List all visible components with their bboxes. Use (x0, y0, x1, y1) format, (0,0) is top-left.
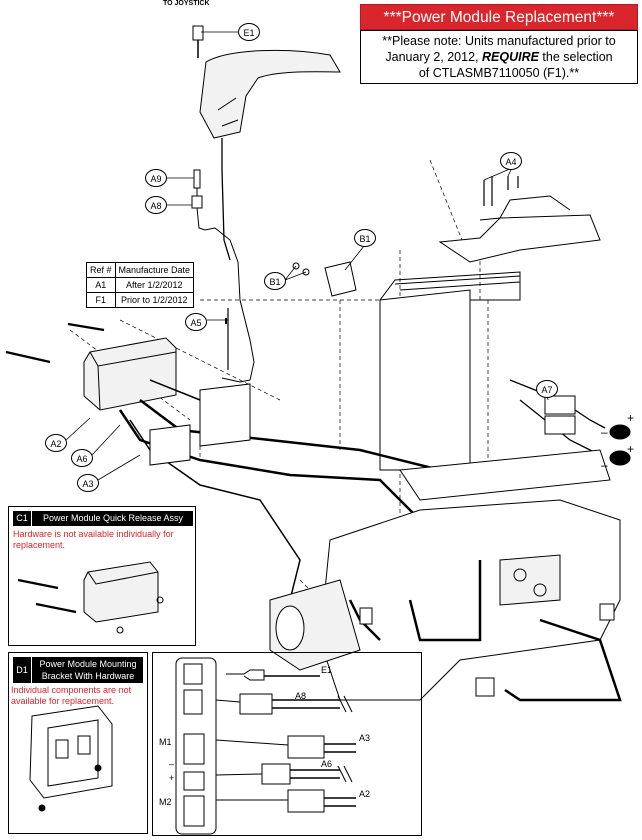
conn-label-a8: A8 (295, 691, 307, 701)
d1-code: D1 (13, 657, 32, 683)
d1-header: D1 Power Module Mounting Bracket With Ha… (13, 657, 143, 683)
ref-col-header: Ref # (86, 262, 116, 278)
table-row: A1 After 1/2/2012 (86, 277, 195, 293)
date-cell: After 1/2/2012 (114, 277, 195, 293)
date-cell: Prior to 1/2/2012 (114, 292, 195, 308)
callout-a6: A6 (71, 449, 93, 467)
joystick-housing (199, 49, 341, 139)
page-title-banner: ***Power Module Replacement*** (360, 4, 638, 30)
battery-plus-1: + (627, 411, 635, 425)
note-require-emphasis: REQUIRE (481, 50, 539, 64)
d1-info-box: D1 Power Module Mounting Bracket With Ha… (8, 652, 148, 834)
c1-module-drawing (83, 561, 159, 623)
connector-a8 (191, 195, 203, 209)
conn-label-a3: A3 (359, 733, 371, 743)
d1-note: Individual components are not available … (11, 685, 132, 706)
callout-b1-top: B1 (354, 229, 376, 247)
ref-cell: F1 (86, 292, 116, 308)
c1-note: Hardware is not available individually f… (13, 529, 174, 550)
note-line-2-pre: January 2, 2012, (385, 50, 482, 64)
mounting-plate (379, 289, 471, 471)
conn-label-minus: – (169, 759, 175, 769)
conn-label-m1: M1 (159, 737, 172, 747)
conn-label-m2: M2 (159, 797, 172, 807)
conn-label-plus: + (169, 773, 175, 783)
bolt-lower (5, 350, 51, 364)
note-line-2: January 2, 2012, REQUIRE the selection (361, 49, 637, 65)
connector-a9 (193, 169, 201, 189)
connector-detail-box: E1 A8 A3 A6 A2 M1 – + M2 (152, 652, 422, 836)
callout-a3: A3 (77, 474, 99, 492)
c1-info-box: C1 Power Module Quick Release Assy Hardw… (8, 506, 196, 646)
ref-cell: A1 (86, 277, 116, 293)
conn-label-a2: A2 (359, 789, 371, 799)
c1-header: C1 Power Module Quick Release Assy (13, 511, 193, 526)
d1-title-line-1: Power Module Mounting (39, 659, 137, 669)
date-col-header: Manufacture Date (114, 262, 195, 278)
joystick-label: TO JOYSTICK (163, 0, 210, 7)
note-line-1: **Please note: Units manufactured prior … (382, 34, 616, 48)
c1-title: Power Module Quick Release Assy (42, 513, 184, 523)
note-line-3: of CTLASMB7110050 (F1).** (418, 66, 580, 80)
callout-b1-left: B1 (264, 272, 286, 290)
callout-a2: A2 (45, 434, 67, 452)
note-line-2-post: the selection (538, 50, 613, 64)
c1-code: C1 (13, 511, 32, 526)
conn-label-a6: A6 (321, 759, 333, 769)
d1-title-line-2: Bracket With Hardware (41, 671, 135, 681)
battery-minus-2: – (601, 458, 608, 472)
reference-table-header: Ref # Manufacture Date (86, 262, 195, 278)
callout-e1: E1 (238, 23, 260, 41)
bolt-upper (67, 322, 105, 332)
joystick-connector (192, 25, 204, 41)
table-row: F1 Prior to 1/2/2012 (86, 292, 195, 308)
d1-bracket-drawing (29, 705, 113, 799)
battery-minus-1: – (601, 425, 608, 439)
battery-plus-2: + (627, 442, 635, 456)
d1-title: Power Module Mounting Bracket With Hardw… (33, 658, 143, 682)
callout-a4: A4 (500, 152, 522, 170)
callout-a9: A9 (145, 169, 167, 187)
rear-bracket (438, 214, 601, 263)
replacement-note: **Please note: Units manufactured prior … (360, 30, 638, 84)
callout-a8: A8 (145, 196, 167, 214)
conn-label-e1: E1 (321, 665, 333, 675)
reference-table: Ref # Manufacture Date A1 After 1/2/2012… (86, 262, 195, 308)
callout-a7: A7 (536, 380, 558, 398)
callout-a5: A5 (185, 313, 207, 331)
